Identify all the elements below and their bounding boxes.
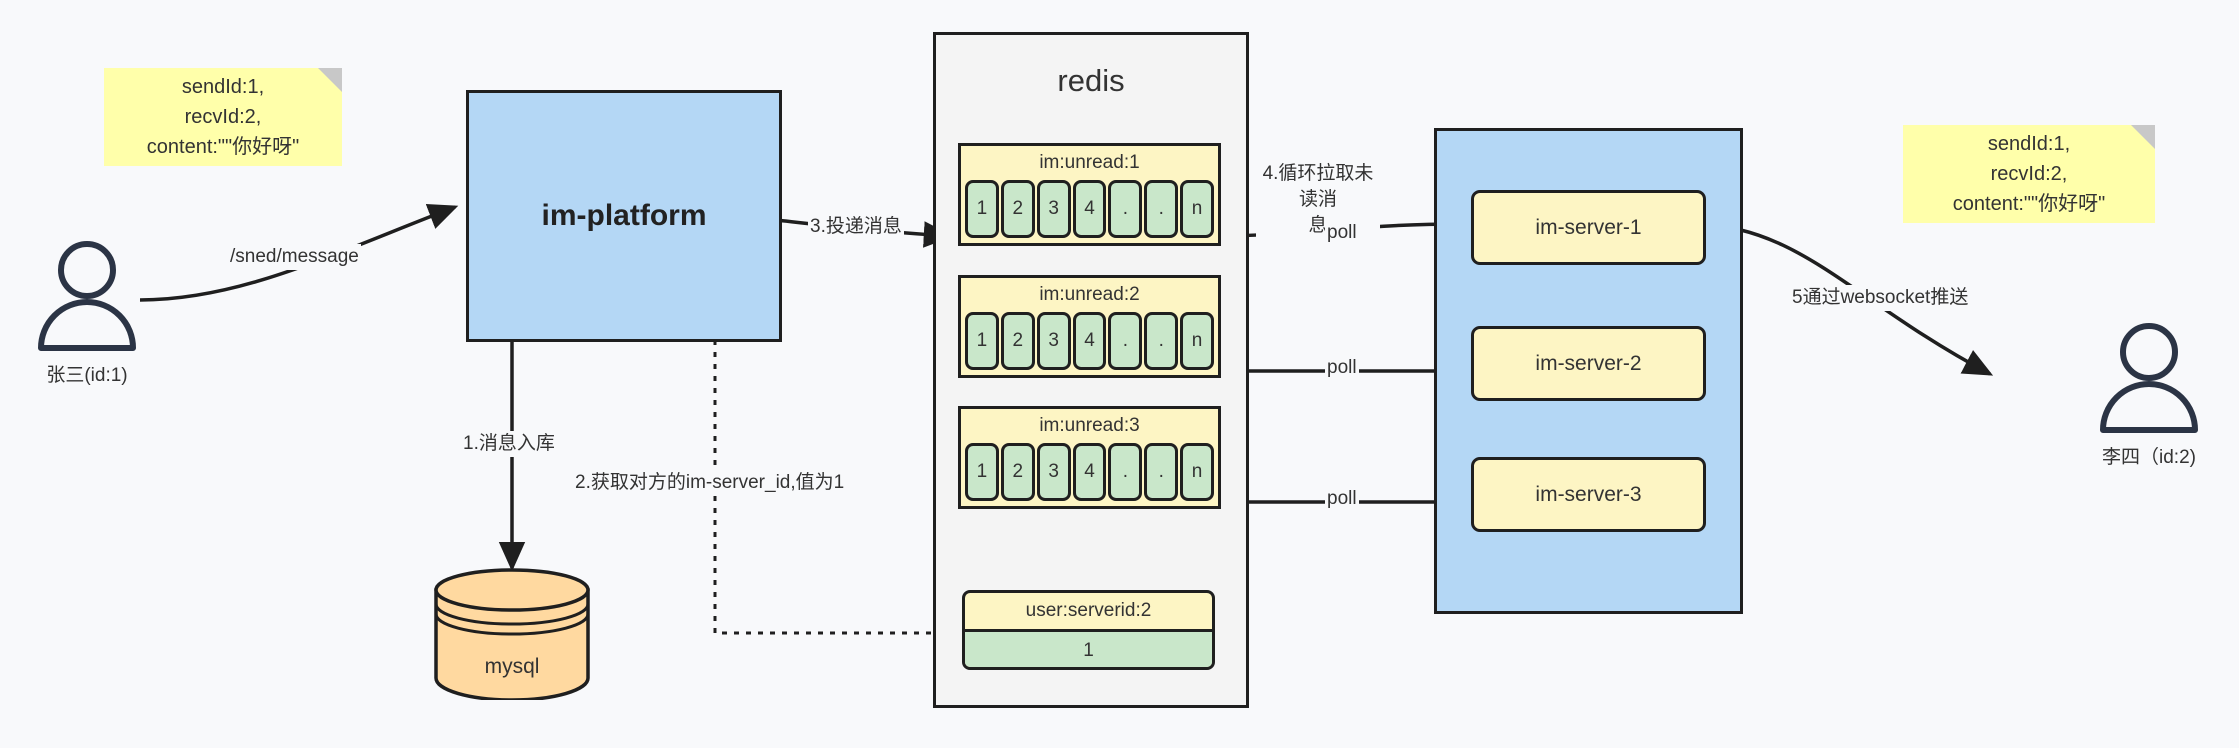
im-server-1-box[interactable]: im-server-1 bbox=[1471, 190, 1706, 265]
redis-cell: 1 bbox=[965, 180, 999, 238]
note-left-message-payload: sendId:1, recvId:2, content:""你好呀" bbox=[104, 68, 342, 166]
redis-list-2-cells: 1 2 3 4 . . n bbox=[961, 312, 1218, 374]
redis-cell: . bbox=[1108, 443, 1143, 501]
redis-title: redis bbox=[1057, 63, 1125, 98]
redis-cell: 4 bbox=[1072, 443, 1107, 501]
note-fold-icon bbox=[318, 68, 342, 92]
redis-list-im-unread-3[interactable]: im:unread:3 1 2 3 4 . . n bbox=[958, 406, 1221, 509]
edge-label-poll-1: poll bbox=[1325, 220, 1359, 246]
redis-cell: . bbox=[1144, 180, 1179, 238]
redis-cell: n bbox=[1180, 443, 1215, 501]
note-left-text: sendId:1, recvId:2, content:""你好呀" bbox=[146, 76, 300, 158]
edge-label-step3: 3.投递消息 bbox=[808, 214, 904, 240]
redis-list-1-cells: 1 2 3 4 . . n bbox=[961, 180, 1218, 242]
redis-cell: . bbox=[1144, 312, 1179, 370]
redis-cell: n bbox=[1180, 180, 1215, 238]
mysql-label: mysql bbox=[484, 655, 540, 678]
redis-cell: . bbox=[1108, 312, 1143, 370]
redis-list-im-unread-2[interactable]: im:unread:2 1 2 3 4 . . n bbox=[958, 275, 1221, 378]
redis-cell: 3 bbox=[1036, 443, 1071, 501]
im-server-1-label: im-server-1 bbox=[1535, 215, 1642, 239]
redis-cell: 1 bbox=[965, 443, 999, 501]
actor-sender-label: 张三(id:1) bbox=[46, 365, 128, 386]
redis-cell: 2 bbox=[1000, 312, 1035, 370]
redis-cell: . bbox=[1144, 443, 1179, 501]
edge-label-send-message: /sned/message bbox=[228, 244, 361, 270]
note-right-message-payload: sendId:1, recvId:2, content:""你好呀" bbox=[1903, 125, 2155, 223]
im-server-3-box[interactable]: im-server-3 bbox=[1471, 457, 1706, 532]
redis-list-2-key: im:unread:2 bbox=[1039, 284, 1140, 305]
im-server-2-box[interactable]: im-server-2 bbox=[1471, 326, 1706, 401]
edge-label-step2: 2.获取对方的im-server_id,值为1 bbox=[573, 470, 847, 496]
redis-cell: 4 bbox=[1072, 180, 1107, 238]
database-cylinder-icon bbox=[434, 568, 590, 702]
note-right-text: sendId:1, recvId:2, content:""你好呀" bbox=[1952, 133, 2106, 215]
edge-label-step1: 1.消息入库 bbox=[461, 431, 557, 457]
redis-list-1-key: im:unread:1 bbox=[1039, 152, 1140, 173]
user-icon bbox=[2100, 323, 2198, 433]
note-fold-icon bbox=[2131, 125, 2155, 149]
im-server-3-label: im-server-3 bbox=[1535, 482, 1642, 506]
redis-kv-user-serverid[interactable]: user:serverid:2 1 bbox=[962, 590, 1215, 670]
edge-label-step5: 5通过websocket推送 bbox=[1790, 285, 1971, 311]
actor-sender bbox=[32, 240, 142, 352]
redis-cell: 4 bbox=[1072, 312, 1107, 370]
redis-cell: 3 bbox=[1036, 180, 1071, 238]
redis-list-3-cells: 1 2 3 4 . . n bbox=[961, 443, 1218, 505]
edge-label-step4: 4.循环拉取未读消 息 bbox=[1256, 161, 1380, 239]
edge-label-poll-3: poll bbox=[1325, 486, 1359, 512]
redis-cell: n bbox=[1180, 312, 1215, 370]
redis-cell: 3 bbox=[1036, 312, 1071, 370]
im-platform-box[interactable]: im-platform bbox=[466, 90, 782, 342]
im-server-2-label: im-server-2 bbox=[1535, 351, 1642, 375]
actor-receiver-label: 李四（id:2) bbox=[2102, 447, 2196, 468]
user-icon bbox=[38, 241, 136, 351]
redis-cell: 1 bbox=[965, 312, 999, 370]
redis-cell: . bbox=[1108, 180, 1143, 238]
redis-list-3-key: im:unread:3 bbox=[1039, 415, 1140, 436]
redis-cell: 2 bbox=[1000, 180, 1035, 238]
mysql-database[interactable] bbox=[432, 568, 592, 702]
redis-cell: 2 bbox=[1000, 443, 1035, 501]
redis-list-im-unread-1[interactable]: im:unread:1 1 2 3 4 . . n bbox=[958, 143, 1221, 246]
edge-label-poll-2: poll bbox=[1325, 355, 1359, 381]
redis-kv-key: user:serverid:2 bbox=[1025, 600, 1152, 621]
im-platform-label: im-platform bbox=[541, 199, 707, 232]
actor-receiver bbox=[2094, 322, 2204, 434]
redis-kv-value: 1 bbox=[965, 629, 1212, 667]
